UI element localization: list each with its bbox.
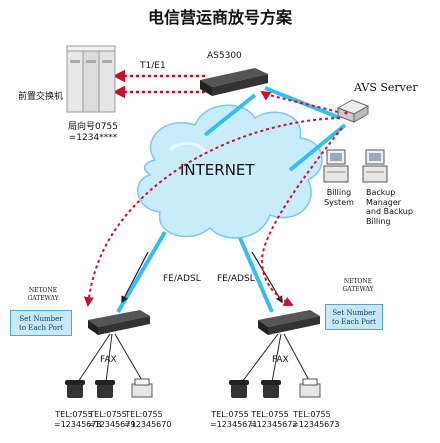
tel-label: TEL:0755 =12345671 (210, 410, 258, 429)
office-code-line-1: 局向号0755 (68, 122, 118, 132)
phone-icon (65, 380, 85, 398)
office-code-line-2: =1234**** (68, 133, 118, 143)
gateway-left (88, 310, 150, 335)
fax-icon (131, 378, 153, 398)
gateway-right-number-box: Set Number to Each Port (325, 304, 383, 330)
signal-avs-gw-left (83, 117, 341, 307)
phone-icon (261, 380, 281, 398)
pbx-label: 前置交换机 (18, 92, 64, 102)
fax-left-label: FAX (100, 355, 117, 365)
tel-label: TEL:0755 =12345672 (250, 410, 298, 429)
billing-computer (323, 149, 349, 183)
internet-label: INTERNET (180, 161, 255, 179)
avs-server (336, 99, 370, 123)
backup-computer (362, 149, 388, 183)
link-avs-internet (288, 123, 347, 172)
gateway-left-number-box: Set Number to Each Port (10, 310, 72, 336)
phone-lines-left (77, 333, 144, 383)
phone-icon (95, 380, 115, 398)
t1e1-label: T1/E1 (140, 61, 166, 71)
backup-label: Backup Manager and Backup Billing (366, 188, 413, 226)
fax-icon (299, 378, 321, 398)
link-as5300-internet (203, 93, 257, 137)
tel-label: TEL:0755 =12345679 (88, 410, 136, 429)
pbx-cabinet (66, 45, 116, 113)
tel-label: TEL:0755 =12345678 (54, 410, 102, 429)
as5300-label: AS5300 (207, 51, 242, 61)
avs-server-label: AVS Server (354, 81, 418, 94)
office-code-label: 局向号0755 =1234**** (58, 123, 128, 143)
gateway-left-brand: NETONE GATEWAY (27, 287, 59, 302)
gateway-right (258, 310, 320, 335)
signal-avs-gw-right (260, 127, 343, 306)
fe-adsl-left-label: FE/ADSL (163, 274, 201, 284)
billing-system-label: Billing System (324, 188, 354, 207)
internet-cloud (136, 104, 323, 239)
gateway-right-brand: NETONE GATEWAY (342, 278, 374, 293)
link-internet-gw-right (238, 237, 274, 313)
phone-icon (229, 380, 249, 398)
fe-adsl-right-label: FE/ADSL (217, 274, 255, 284)
tel-label: TEL:0755 =12345670 (124, 410, 172, 429)
phone-lines-right (241, 333, 311, 383)
link-internet-gw-left (116, 230, 167, 314)
as5300-device (200, 68, 268, 96)
page-title: 电信营运商放号方案 (148, 8, 293, 27)
fax-right-label: FAX (272, 355, 289, 365)
tel-label: TEL:0755 =12345673 (292, 410, 340, 429)
